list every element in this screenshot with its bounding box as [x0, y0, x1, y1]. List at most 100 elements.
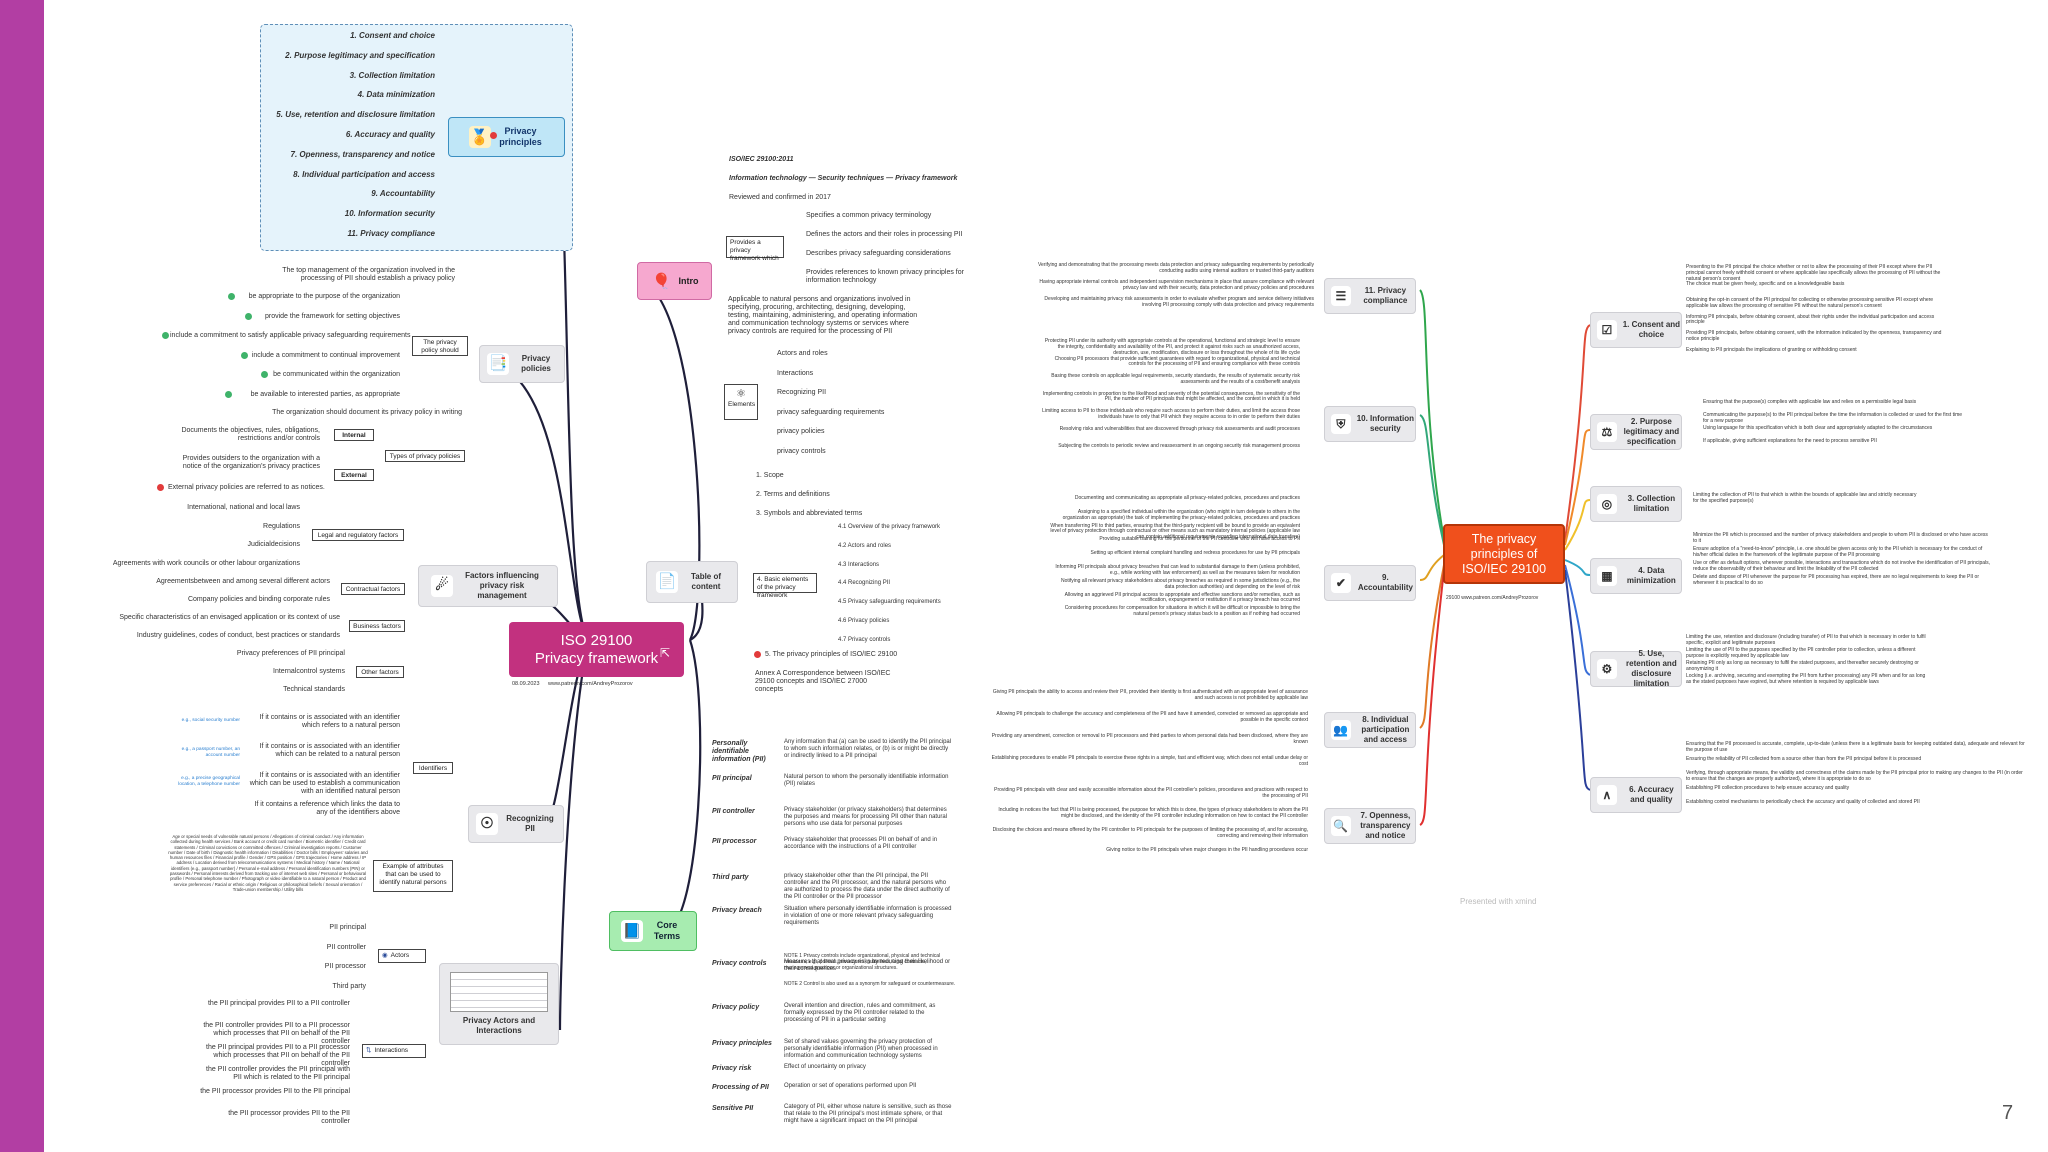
- principle-node-7[interactable]: 🔍7. Openness, transparency and notice: [1324, 808, 1416, 844]
- principle-node-4[interactable]: ▦4. Data minimization: [1590, 558, 1682, 594]
- principle-detail: Including in notices the fact that PII i…: [998, 807, 1308, 819]
- principle-node-6[interactable]: ∧6. Accuracy and quality: [1590, 777, 1682, 813]
- controls-note1: NOTE 1 Privacy controls include organiza…: [784, 953, 941, 971]
- policy-should-item: be available to interested parties, as a…: [250, 391, 400, 398]
- principle-item: 6. Accuracy and quality: [345, 130, 435, 139]
- checklist-icon: ☰: [1331, 286, 1351, 306]
- principle-detail: Ensuring the reliability of PII collecte…: [1686, 755, 1922, 762]
- principle-item: 7. Openness, transparency and notice: [290, 149, 436, 159]
- table-of-content-node[interactable]: 📄 Table of content: [646, 561, 738, 603]
- principle-node-label: 5. Use, retention and disclosure limitat…: [1626, 649, 1677, 688]
- toc-item: 1. Scope: [756, 472, 784, 479]
- check-shield-icon: ✔: [1331, 573, 1351, 593]
- elements-box: ⚛ Elements: [724, 384, 758, 420]
- privacy-actors-node[interactable]: Privacy Actors and Interactions: [439, 963, 559, 1045]
- principle-detail: Locking (i.e. archiving, securing and ex…: [1686, 673, 1926, 685]
- example-attributes-box: Example of attributes that can be used t…: [373, 860, 453, 892]
- target-icon: ◎: [1597, 494, 1617, 514]
- principle-detail: Presenting to the PII principal the choi…: [1686, 264, 1941, 282]
- principle-detail: Informing PII principals about privacy b…: [1055, 564, 1300, 576]
- central-node-iso-29100[interactable]: ISO 29100 Privacy framework ⇱: [509, 622, 684, 677]
- identifier-text: If it contains or is associated with an …: [249, 772, 400, 795]
- privacy-policies-node[interactable]: 📑 Privacy policies: [479, 345, 565, 383]
- privacy-principles-node[interactable]: 🏅 Privacy principles: [448, 117, 565, 157]
- principle-node-9[interactable]: ✔9. Accountability: [1324, 565, 1416, 601]
- interaction-item: the PII principal provides PII to a PII …: [207, 1000, 350, 1007]
- principle-detail: Giving PII principals the ability to acc…: [992, 689, 1308, 701]
- actors-label: Actors: [390, 952, 410, 959]
- factors-node[interactable]: ☄ Factors influencing privacy risk manag…: [418, 565, 558, 607]
- slide-sidebar-accent: [0, 0, 44, 1152]
- principle-detail: Providing any amendment, correction or r…: [991, 733, 1308, 745]
- element-item: Recognizing PII: [777, 389, 827, 396]
- principle-detail: Verifying and demonstrating that the pro…: [1038, 262, 1314, 274]
- internal-policy-box: Internal: [334, 429, 374, 441]
- core-term-definition: Operation or set of operations performed…: [784, 1083, 917, 1089]
- right-central-node[interactable]: The privacy principles of ISO/IEC 29100: [1443, 524, 1565, 584]
- core-term-definition: Privacy stakeholder (or privacy stakehol…: [784, 807, 948, 827]
- principle-detail: Documenting and communicating as appropr…: [1074, 495, 1300, 501]
- principle-detail: Limiting the use of PII to the purposes …: [1686, 647, 1916, 659]
- intro-applicable: Applicable to natural persons and organi…: [728, 296, 918, 335]
- list-item: Regulations: [263, 522, 300, 530]
- toc-item: 3. Symbols and abbreviated terms: [756, 510, 863, 517]
- toc-item: 2. Terms and definitions: [756, 491, 830, 498]
- identifier-text: If it contains a reference which links t…: [254, 801, 400, 816]
- central-title-line2: Privacy framework: [534, 649, 659, 667]
- toc-basic-item: 4.7 Privacy controls: [838, 636, 891, 643]
- core-term-name: Privacy policy: [712, 1004, 760, 1011]
- principle-node-1[interactable]: ☑1. Consent and choice: [1590, 312, 1682, 348]
- principle-node-8[interactable]: 👥8. Individual participation and access: [1324, 712, 1416, 748]
- principle-node-11[interactable]: ☰11. Privacy compliance: [1324, 278, 1416, 314]
- principle-node-10[interactable]: ⛨10. Information security: [1324, 406, 1416, 442]
- core-terms-node[interactable]: 📘 Core Terms: [609, 911, 697, 951]
- identifier-text: If it contains or is associated with an …: [259, 714, 400, 729]
- contractual-factors-box: Contractual factors: [341, 583, 405, 595]
- principle-node-5[interactable]: ⚙5. Use, retention and disclosure limita…: [1590, 649, 1682, 688]
- principle-node-label: 1. Consent and choice: [1622, 320, 1681, 339]
- policy-types-box: Types of privacy policies: [385, 450, 465, 462]
- recognizing-pii-node[interactable]: ☉ Recognizing PII: [468, 805, 564, 843]
- check-circle-icon: [261, 371, 269, 379]
- central-date: 08.09.2023: [512, 681, 540, 687]
- principle-detail: Having appropriate internal controls and…: [1039, 279, 1314, 291]
- principle-detail: Disclosing the choices and means offered…: [992, 827, 1308, 839]
- policy-should-item: be communicated within the organization: [273, 371, 400, 379]
- element-item: Interactions: [777, 369, 814, 377]
- list-item: Internalcontrol systems: [273, 668, 345, 675]
- core-term-definition: Privacy stakeholder that processes PII o…: [784, 837, 938, 850]
- intro-node[interactable]: 🎈 Intro: [637, 262, 712, 300]
- principle-node-label: 8. Individual participation and access: [1361, 715, 1410, 744]
- principle-detail: Retaining PII only as long as necessary …: [1686, 660, 1919, 672]
- principle-detail: Explaining to PII principals the implica…: [1686, 346, 1857, 353]
- principle-detail: Establishing procedures to enable PII pr…: [991, 755, 1308, 767]
- principle-detail: When transferring PII to third parties, …: [1050, 522, 1300, 541]
- list-item: Agreements with work councils or other l…: [112, 559, 300, 567]
- list-item: Agreementsbetween and among several diff…: [156, 578, 330, 585]
- principle-node-3[interactable]: ◎3. Collection limitation: [1590, 486, 1682, 522]
- core-term-name: Privacy risk: [712, 1065, 752, 1072]
- legal-factors-box: Legal and regulatory factors: [312, 529, 404, 541]
- list-item: Specific characteristics of an envisaged…: [119, 614, 340, 621]
- principle-detail: Establishing control mechanisms to perio…: [1686, 799, 1920, 805]
- external-link-icon[interactable]: ⇱: [659, 646, 670, 660]
- principle-node-2[interactable]: ⚖2. Purpose legitimacy and specification: [1590, 414, 1682, 450]
- check-circle-icon: [162, 332, 169, 340]
- example-attributes-text: Age or special needs of vulnerable natur…: [168, 834, 368, 892]
- compass-icon: ∧: [1597, 785, 1617, 805]
- principle-item: 11. Privacy compliance: [347, 229, 435, 238]
- principle-detail: Obtaining the opt-in consent of the PII …: [1686, 297, 1934, 309]
- external-policy-box: External: [334, 469, 374, 481]
- principle-detail: Notifying all relevant privacy stakehold…: [1060, 577, 1300, 590]
- other-factors-box: Other factors: [356, 666, 404, 678]
- identifier-example: e.g., social security number: [181, 718, 240, 723]
- core-term-definition: Situation where personally identifiable …: [784, 906, 952, 926]
- external-policy-desc: Provides outsiders to the organization w…: [182, 455, 320, 470]
- list-item: International, national and local laws: [187, 504, 300, 511]
- core-term-name: Third party: [712, 874, 749, 881]
- principle-node-label: 4. Data minimization: [1626, 566, 1676, 585]
- external-policy-note: External privacy policies are referred t…: [168, 484, 325, 491]
- right-central-sub: 29100 www.patreon.com/AndreyProzorov: [1446, 595, 1539, 601]
- core-term-name: PII controller: [712, 808, 755, 815]
